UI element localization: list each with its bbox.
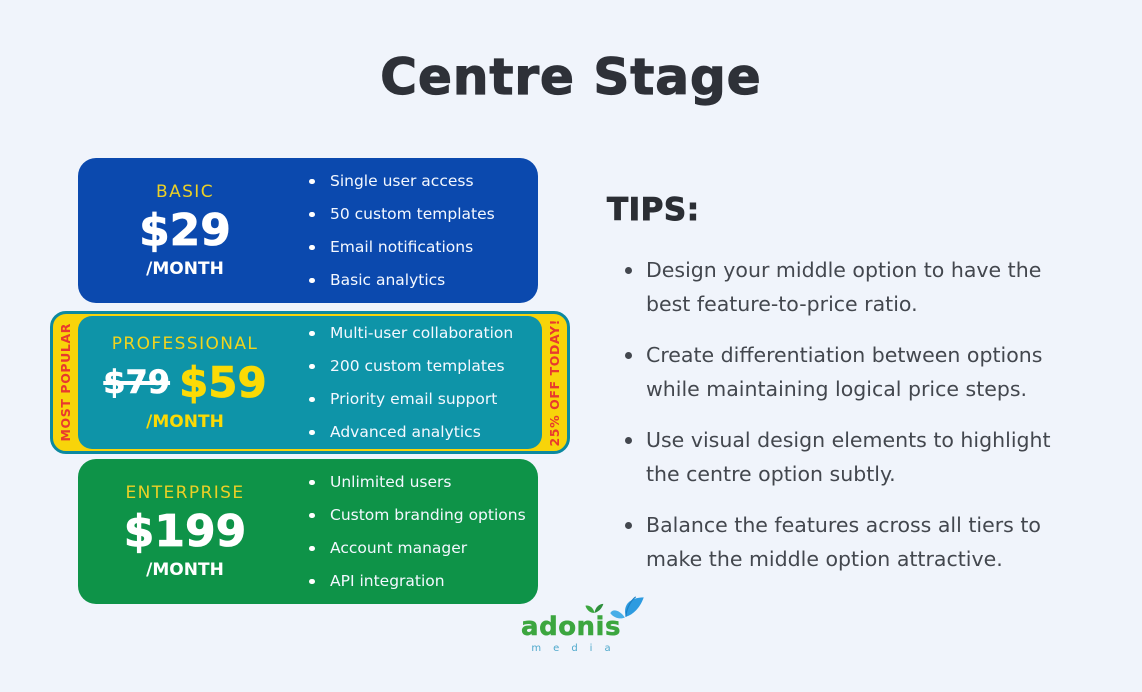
tip-text: the centre option subtly. [646,461,896,486]
plan-period: /MONTH [146,559,224,580]
plan-feature-list: Single user access 50 custom templates E… [292,158,538,303]
feature-item: Priority email support [306,389,534,409]
plan-price: $59 [179,357,267,407]
feature-item: 200 custom templates [306,356,534,376]
plan-price: $199 [123,506,247,558]
tip-item: Create differentiation between options w… [605,339,1110,406]
tips-list: Design your middle option to have the be… [605,254,1110,576]
pricing-card-professional: PROFESSIONAL $79 $59 /MONTH Multi-user c… [78,316,542,449]
discount-ribbon: 25% OFF TODAY! [542,314,567,451]
plan-name: PROFESSIONAL [111,333,259,354]
plan-feature-list: Unlimited users Custom branding options … [292,459,538,604]
plan-summary: ENTERPRISE $199 /MONTH [78,459,292,604]
plan-name: ENTERPRISE [125,483,245,504]
plan-name: BASIC [156,182,214,203]
tip-text: while maintaining logical price steps. [646,376,1028,401]
tip-text: Balance the features across all tiers to [646,513,1041,537]
tip-text: Use visual design elements to highlight [646,428,1051,452]
tip-item: Balance the features across all tiers to… [605,509,1110,576]
pricing-card-professional-highlight: MOST POPULAR 25% OFF TODAY! PROFESSIONAL… [50,311,570,454]
tip-text: best feature-to-price ratio. [646,291,918,316]
plan-price: $29 [139,205,232,257]
logo-subtext: media [531,643,623,654]
tip-text: Design your middle option to have the [646,258,1042,282]
most-popular-ribbon: MOST POPULAR [53,314,78,451]
discount-ribbon-label: 25% OFF TODAY! [547,318,562,447]
feature-item: Account manager [306,538,530,558]
tips-heading: TIPS: [607,192,700,229]
plan-feature-list: Multi-user collaboration 200 custom temp… [292,316,542,449]
most-popular-ribbon-label: MOST POPULAR [58,323,73,442]
plan-price-row: $79 $59 [103,357,267,407]
feature-item: Multi-user collaboration [306,323,534,343]
leaf-icon [584,603,603,613]
old-price: $79 [103,363,171,402]
tip-text: make the middle option attractive. [646,546,1003,571]
plan-summary: PROFESSIONAL $79 $59 /MONTH [78,316,292,449]
feature-item: Basic analytics [306,270,530,290]
butterfly-icon [609,596,644,619]
feature-item: Advanced analytics [306,422,534,442]
plan-period: /MONTH [146,258,224,279]
feature-item: 50 custom templates [306,204,530,224]
page-title: Centre Stage [380,47,762,106]
tips-section: TIPS: Design your middle option to have … [605,192,1110,594]
feature-item: Single user access [306,171,530,191]
brand-logo: adonis media [519,596,644,654]
logo-mark: adonis [521,596,644,643]
feature-item: API integration [306,571,530,591]
logo-wordmark: adonis [521,612,621,643]
tip-item: Use visual design elements to highlight … [605,424,1110,491]
feature-item: Unlimited users [306,472,530,492]
pricing-card-enterprise: ENTERPRISE $199 /MONTH Unlimited users C… [78,459,538,604]
feature-item: Email notifications [306,237,530,257]
plan-period: /MONTH [146,411,224,432]
pricing-card-basic: BASIC $29 /MONTH Single user access 50 c… [78,158,538,303]
tip-item: Design your middle option to have the be… [605,254,1110,321]
feature-item: Custom branding options [306,505,530,525]
plan-summary: BASIC $29 /MONTH [78,158,292,303]
tip-text: Create differentiation between options [646,343,1043,367]
